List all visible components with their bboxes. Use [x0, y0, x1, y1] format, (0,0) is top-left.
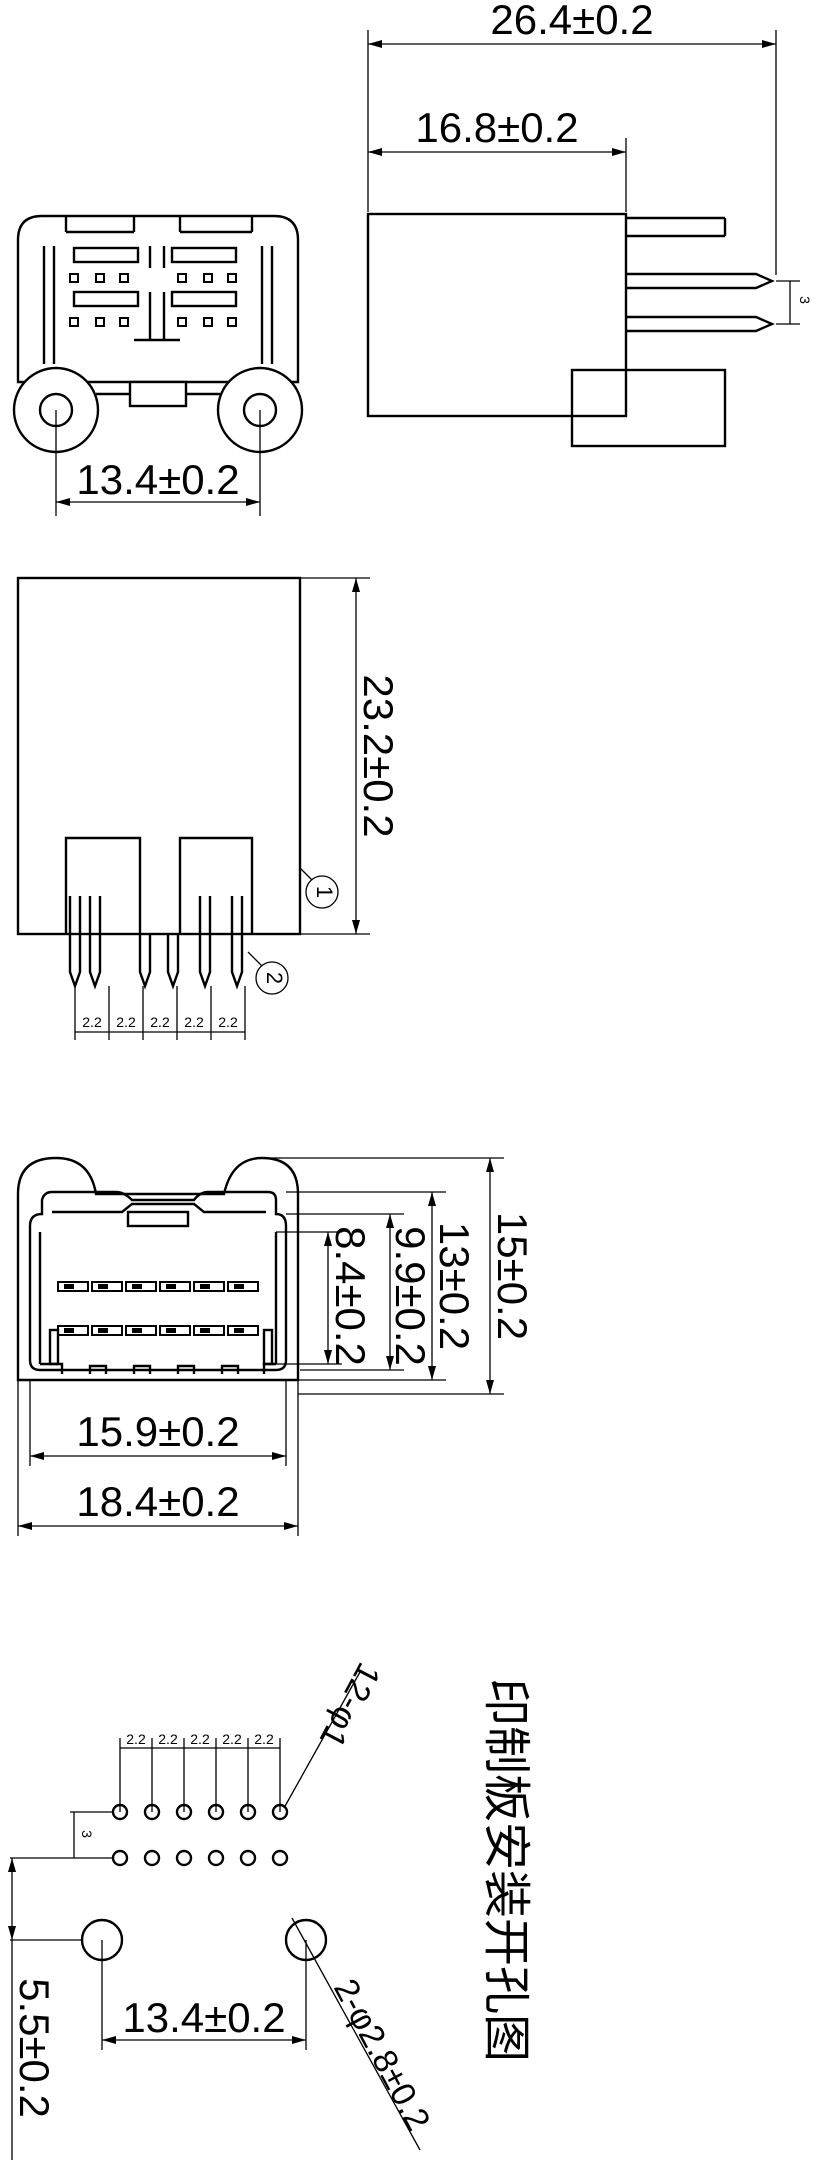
callout-1: 1 [312, 886, 337, 898]
pcb-pitch-2: 2.2 [158, 1731, 178, 1747]
pcb-offset-label: 5.5±0.2 [11, 1978, 58, 2118]
front-view: 13.4±0.2 [12, 214, 304, 516]
front-latch [128, 380, 188, 408]
port-inner-height-label: 8.4±0.2 [327, 1226, 374, 1366]
callout-2: 2 [262, 972, 287, 984]
side-pin-upper [626, 272, 775, 290]
top-pitch-1: 2.2 [82, 1014, 102, 1030]
port-outer-width-label: 18.4±0.2 [76, 1478, 239, 1525]
top-pitch-4: 2.2 [184, 1014, 204, 1030]
port-latch [126, 1210, 190, 1228]
pcb-layout: 2.2 2.2 2.2 2.2 2.2 3 12-φ1 2-φ2.8±0.2 [8, 1656, 534, 2160]
callout-2-circle [255, 961, 289, 995]
pcb-pitch-1: 2.2 [126, 1731, 146, 1747]
top-body [16, 576, 302, 936]
port-outer-body [16, 1156, 300, 1382]
pcb-mount-holes-label: 2-φ2.8±0.2 [326, 1973, 437, 2137]
pcb-row-spacing-label: 3 [79, 1830, 95, 1838]
side-body [366, 212, 628, 418]
pcb-mount-spacing-label: 13.4±0.2 [122, 1994, 285, 2041]
port-outer-height-label: 15±0.2 [489, 1212, 536, 1340]
side-pin-lower [626, 315, 775, 333]
top-height-label: 23.2±0.2 [355, 674, 402, 837]
front-hole-spacing-label: 13.4±0.2 [76, 456, 239, 503]
pcb-pin-holes-label: 12-φ1 [312, 1656, 388, 1753]
pcb-pitch-3: 2.2 [190, 1731, 210, 1747]
overall-length-label: 26.4±0.2 [490, 0, 653, 43]
port-body-height-label: 13±0.2 [431, 1222, 478, 1350]
top-view: 2.2 2.2 2.2 2.2 2.2 23.2±0.2 1 2 [16, 576, 402, 1040]
front-body [16, 214, 300, 384]
port-view: 8.4±0.2 9.9±0.2 13±0.2 15±0.2 15.9±0.2 1… [16, 1156, 536, 1536]
pcb-pitch-5: 2.2 [254, 1731, 274, 1747]
callout-1-circle [305, 875, 339, 909]
side-pin-spacing-label: 3 [797, 296, 813, 304]
pcb-layout-title: 印制板安装开孔图 [478, 1678, 534, 2062]
side-latch-block [570, 368, 727, 448]
pcb-pitch-4: 2.2 [222, 1731, 242, 1747]
side-view: 26.4±0.2 16.8±0.2 3 [366, 0, 813, 448]
top-pitch-3: 2.2 [150, 1014, 170, 1030]
pcb-pin-holes [111, 1803, 289, 1867]
body-length-label: 16.8±0.2 [415, 104, 578, 151]
top-pitch-5: 2.2 [218, 1014, 238, 1030]
top-pitch-2: 2.2 [116, 1014, 136, 1030]
port-inner-width-label: 15.9±0.2 [76, 1408, 239, 1455]
port-opening-height-label: 9.9±0.2 [387, 1226, 434, 1366]
